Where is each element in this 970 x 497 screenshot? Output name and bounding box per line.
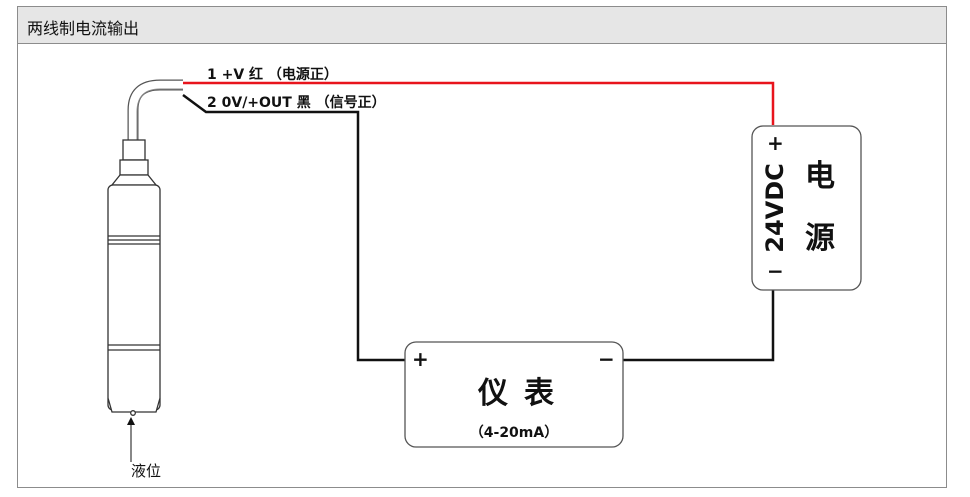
power-label-char-2: 源	[805, 221, 835, 256]
power-plus-sign: +	[767, 131, 784, 155]
power-supply-box	[751, 125, 862, 291]
meter-plus-sign: +	[412, 347, 429, 371]
meter-range-label: （4-20mA）	[470, 425, 558, 441]
meter-minus-sign: −	[598, 347, 615, 371]
wire-1-label: 1 +V 红 （电源正）	[207, 66, 338, 83]
black-wire-return	[623, 290, 775, 362]
power-minus-sign: −	[767, 259, 784, 283]
black-wire-signal	[182, 93, 405, 362]
red-wire-positive	[183, 81, 775, 125]
meter-label-char-2: 表	[524, 376, 554, 411]
level-transmitter	[107, 139, 161, 416]
section-title: 两线制电流输出	[27, 19, 140, 38]
meter-label-char-1: 仪	[477, 376, 508, 411]
meter-box	[404, 341, 624, 448]
wire-2-label: 2 0V/+OUT 黑 （信号正）	[207, 94, 386, 111]
section-header: 两线制电流输出	[18, 7, 946, 44]
level-label: 液位	[131, 462, 161, 480]
level-pointer	[127, 417, 135, 462]
power-voltage-label: 24VDC	[761, 163, 789, 253]
transmitter-cable	[127, 79, 183, 140]
power-label-char-1: 电	[805, 159, 835, 194]
